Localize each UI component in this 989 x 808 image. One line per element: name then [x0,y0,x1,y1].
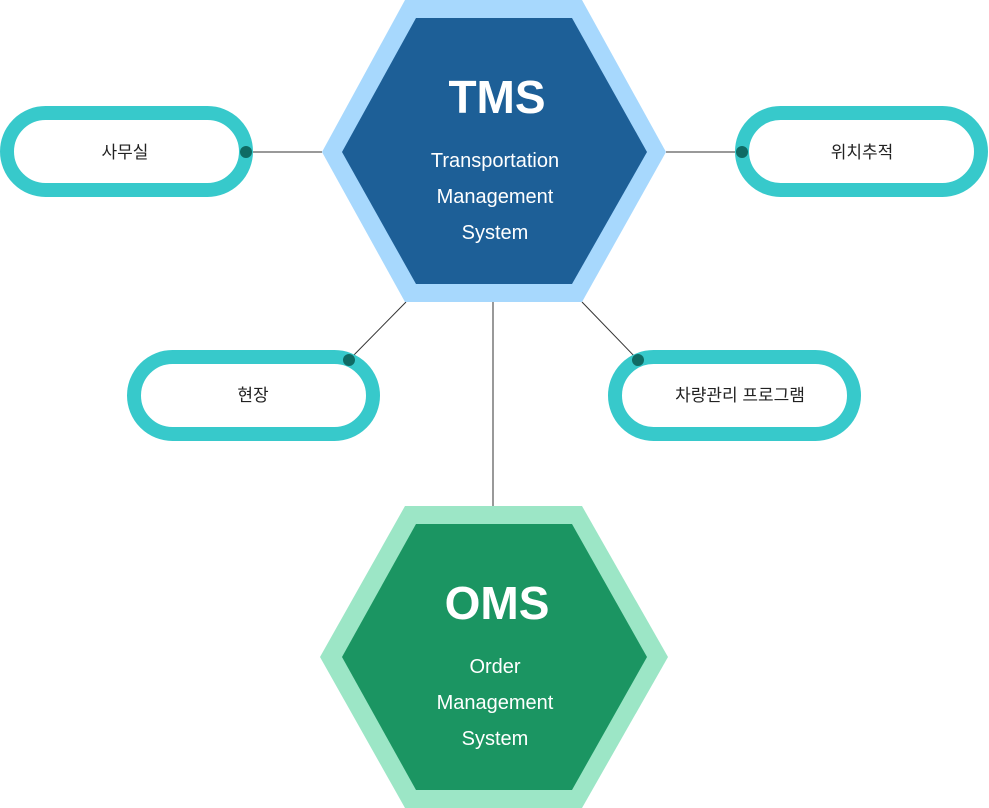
connector-dot-tracking [736,146,748,158]
connector-dot-vehicle [632,354,644,366]
tms-line3: System [462,222,529,244]
oms-hexagon-inner [342,524,647,790]
tms-line2: Management [437,186,554,208]
node-vehicle-program: 차량관리 프로그램 [608,350,861,441]
tms-title: TMS [448,71,545,123]
node-field-pill [127,350,380,441]
connector-dot-field [343,354,355,366]
tms-hexagon-inner [342,18,647,284]
node-vehicle-program-pill [608,350,861,441]
oms-title: OMS [445,577,550,629]
node-location-tracking-label: 위치추적 [831,143,894,162]
oms-line2: Management [437,692,554,714]
node-field: 현장 [127,350,380,441]
tms-line1: Transportation [431,150,559,172]
node-office: 사무실 [0,106,253,197]
oms-hexagon: OMS Order Management System [320,506,668,808]
node-vehicle-program-label: 차량관리 프로그램 [675,386,805,405]
connector-dot-office [240,146,252,158]
node-office-label: 사무실 [102,143,149,162]
connector-line-vehicle [581,301,639,361]
connector-line-field [348,301,407,361]
oms-line3: System [462,728,529,750]
node-field-label: 현장 [237,386,269,405]
tms-hexagon: TMS Transportation Management System [322,0,666,302]
node-location-tracking: 위치추적 [735,106,988,197]
oms-line1: Order [469,656,520,678]
